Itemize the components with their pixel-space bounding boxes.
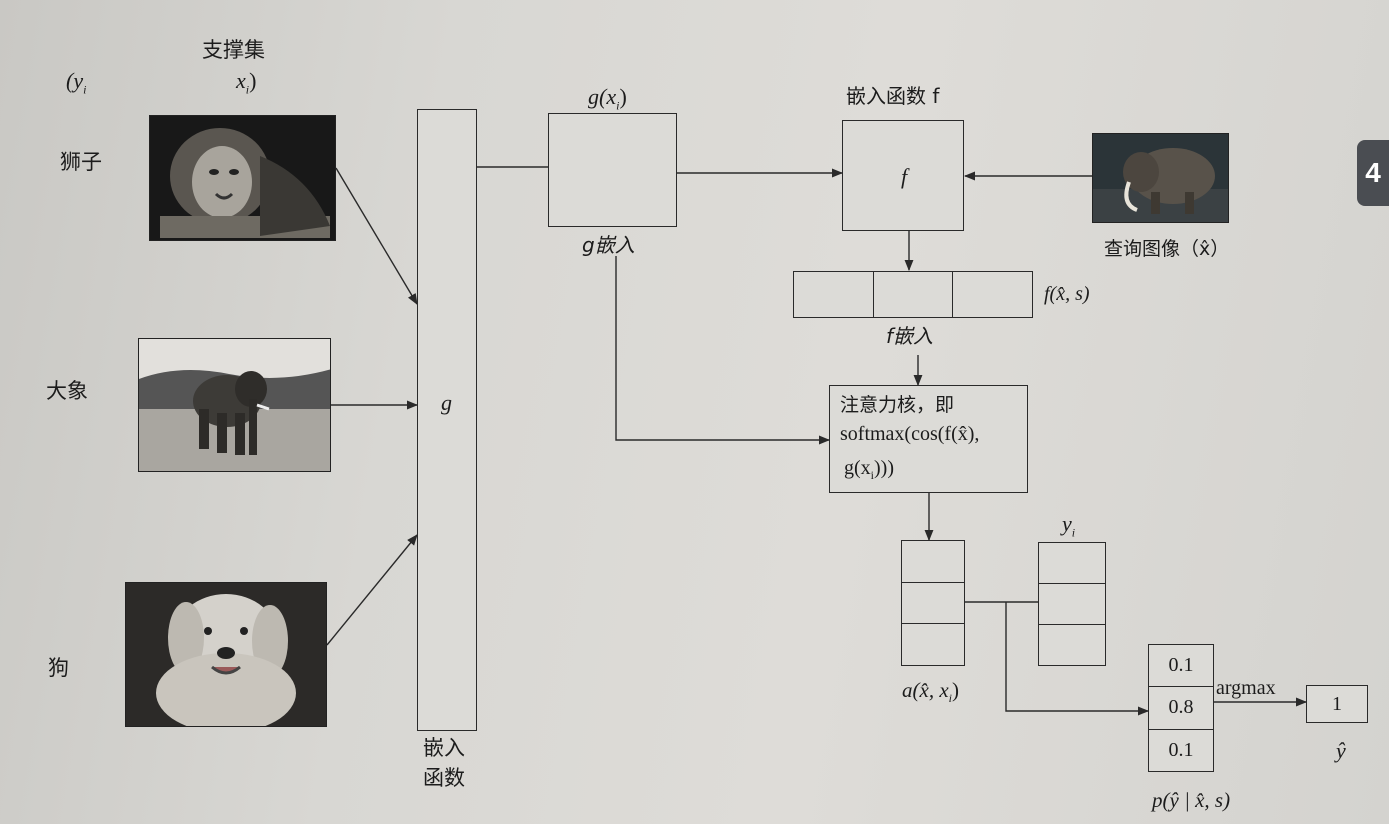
attention-weights-column <box>901 540 965 666</box>
argmax-label: argmax <box>1216 678 1276 698</box>
mammoth-photo <box>1092 133 1229 223</box>
f-embedding-cell <box>953 272 1032 317</box>
f-embedding-vector <box>793 271 1033 318</box>
elephant-photo <box>138 338 331 472</box>
class-label-lion: 狮子 <box>60 152 102 173</box>
arrow-dog-to-g <box>327 535 417 645</box>
g-embedding-caption: g嵌入 <box>582 235 635 255</box>
yi-header: (yi <box>66 70 86 95</box>
a-label-text: a(x̂, x <box>902 678 949 702</box>
lion-photo <box>149 115 336 241</box>
embedding-g-label: g <box>441 392 452 414</box>
f-embedding-cell <box>794 272 874 317</box>
attention-line-3: g(xi))) <box>844 452 894 491</box>
embedding-g-caption-2: 函数 <box>423 768 465 789</box>
attention-weight-cell <box>902 583 964 625</box>
yi-column-label: yi <box>1062 513 1075 538</box>
gxi-title-close: ) <box>619 84 626 109</box>
probability-cell: 0.8 <box>1149 687 1213 729</box>
output-box: 1 <box>1306 685 1368 723</box>
labels-column <box>1038 542 1106 666</box>
embedding-function-g <box>417 109 477 731</box>
xi-var: x <box>236 68 246 93</box>
label-cell <box>1039 543 1105 584</box>
a-label-close: ) <box>952 678 959 702</box>
probability-caption: p(ŷ | x̂, s) <box>1152 790 1230 811</box>
yi-col-label-text: y <box>1062 511 1072 536</box>
label-cell <box>1039 584 1105 625</box>
attention-line-1: 注意力核，即 <box>840 394 954 416</box>
embedding-f-label: f <box>901 166 907 188</box>
class-label-elephant: 大象 <box>46 381 88 402</box>
mammoth-image-icon <box>1093 134 1229 223</box>
arrow-lion-to-g <box>336 168 417 304</box>
attention-line-2: softmax(cos(f(x̂), <box>840 418 979 450</box>
probability-cell: 0.1 <box>1149 645 1213 687</box>
dog-photo <box>125 582 327 727</box>
yi-col-label-sub: i <box>1072 525 1075 539</box>
gxi-title: g(xi) <box>588 86 627 111</box>
label-cell <box>1039 625 1105 665</box>
xi-close: ) <box>249 68 256 93</box>
f-embedding-cell <box>874 272 954 317</box>
support-set-label: 支撑集 <box>202 40 265 61</box>
yi-sub: i <box>83 82 86 96</box>
elephant-image-icon <box>139 339 331 472</box>
dog-image-icon <box>126 583 327 727</box>
attention-weights-label: a(x̂, xi) <box>902 680 959 704</box>
gxi-title-text: g(x <box>588 84 616 109</box>
f-embedding-side-label: f(x̂, s) <box>1044 284 1090 304</box>
attention-weight-cell <box>902 541 964 583</box>
g-embedding-box <box>548 113 677 227</box>
chapter-tab: 4 <box>1357 140 1389 206</box>
yi-paren: (y <box>66 68 83 93</box>
xi-header: xi) <box>236 70 256 95</box>
f-embedding-caption: f嵌入 <box>886 326 933 346</box>
class-label-dog: 狗 <box>48 658 69 679</box>
output-value: 1 <box>1332 693 1342 716</box>
attention-weight-cell <box>902 624 964 665</box>
attention-line-3-close: ))) <box>874 457 894 479</box>
output-label: ŷ <box>1336 740 1346 762</box>
probability-cell: 0.1 <box>1149 730 1213 771</box>
attention-line-3-text: g(x <box>844 457 871 479</box>
lion-image-icon <box>150 116 336 241</box>
embedding-f-title: 嵌入函数 f <box>846 86 939 106</box>
probability-column: 0.1 0.8 0.1 <box>1148 644 1214 772</box>
query-caption: 查询图像（x̂） <box>1104 240 1229 259</box>
embedding-g-caption-1: 嵌入 <box>423 738 465 759</box>
